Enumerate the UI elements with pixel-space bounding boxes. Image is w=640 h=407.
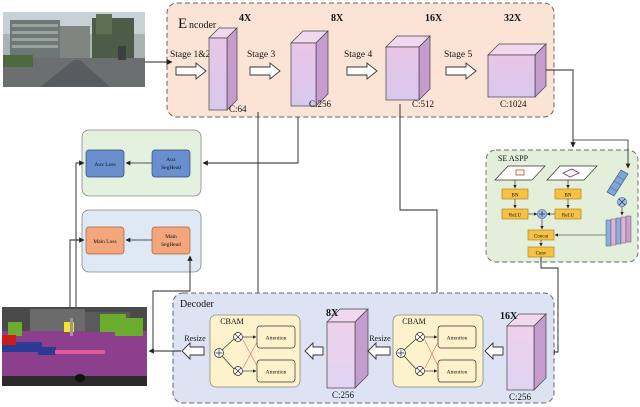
aspp-se-channel-bar	[606, 169, 629, 197]
cbam-left-attention-bottom	[256, 359, 296, 383]
aspp-multiply-x	[618, 198, 626, 206]
feature-cube-16x	[385, 35, 431, 101]
channels-1024: C:1024	[500, 99, 527, 109]
aspp-relu-right-label: ReLU	[562, 214, 575, 219]
aux-seghead-block	[151, 149, 191, 178]
feature-cube-8x	[290, 30, 329, 107]
encoder-title-cap: E	[178, 16, 187, 32]
aux-seghead-label-2: SegHead	[161, 165, 181, 171]
resize-label-right: Resize	[369, 334, 391, 343]
resize-arrow-left	[181, 341, 205, 361]
se-aspp-panel: SE ASPP BN BN ReLU ReLU Concat Conv	[485, 149, 639, 263]
aux-loss-label: Aux Loss	[94, 162, 115, 168]
aspp-bn-right-label: BN	[565, 194, 572, 199]
aspp-add-plus	[539, 211, 545, 217]
aspp-conv-label: Conv	[536, 252, 547, 257]
scale-32x: 32X	[504, 13, 522, 24]
feature-cube-4x	[208, 27, 238, 111]
aspp-title: SE ASPP	[498, 154, 529, 163]
aspp-to-decoder-arrow	[540, 257, 559, 355]
stage-arrow-2	[249, 62, 281, 80]
gt-to-main-loss-arrow	[69, 237, 85, 307]
decoder-cube-16x	[506, 313, 547, 391]
decoder-arrow-cube16-to-cbam	[484, 341, 504, 361]
decoder-to-main-head-arrow	[152, 255, 193, 350]
aspp-conv-plane-left	[494, 165, 546, 181]
cbam-right-attention-bottom-label: Attention	[447, 370, 468, 376]
encoder-to-decoder-cbam2-arrow	[399, 104, 440, 314]
main-seghead-label-2: SegHead	[161, 242, 181, 248]
cbam-block-right: CBAM Attention Attention	[392, 314, 484, 388]
encoder-to-aux-arrow	[202, 117, 299, 166]
gt-to-aux-loss-arrow	[75, 160, 85, 307]
aspp-stacked-features	[605, 215, 632, 247]
stage-arrow-3	[346, 62, 378, 80]
cbam-right-attention-top-label: Attention	[447, 336, 468, 342]
aux-seghead-label-1: Aux	[166, 157, 176, 163]
main-loss-block	[85, 226, 125, 255]
stage-arrow-1	[175, 62, 207, 80]
channels-64: C:64	[229, 104, 247, 114]
aspp-se-branch-arrow	[573, 139, 631, 169]
aspp-bn-left-label: BN	[512, 194, 519, 199]
aspp-conv-plane-right	[546, 165, 598, 181]
cbam-right-attention-top	[437, 325, 477, 349]
stage-arrow-4	[445, 62, 477, 80]
feature-cube-32x	[487, 43, 547, 98]
cbam-left-attention-top-label: Attention	[266, 336, 287, 342]
aspp-kernel-large	[562, 168, 580, 178]
stage-label-1: Stage 1&2	[170, 50, 211, 60]
aspp-kernel-small	[515, 169, 525, 176]
scale-16x: 16X	[425, 13, 443, 24]
cbam-left-attention-bottom-label: Attention	[266, 370, 287, 376]
decoder-cube-8x	[326, 308, 369, 389]
decoder-channels-8x: C:256	[332, 390, 355, 400]
main-branch-panel: Main Loss Main SegHead	[81, 209, 202, 273]
decoder-scale-16x: 16X	[500, 311, 518, 322]
cbam-left-attention-top	[256, 325, 296, 349]
resize-label-left: Resize	[184, 334, 206, 343]
decoder-arrow-cube-to-cbam	[304, 341, 324, 361]
segmentation-map	[2, 307, 147, 386]
cbam-left-title: CBAM	[220, 317, 244, 326]
encoder-to-aspp-arrow	[546, 69, 576, 148]
scale-8x: 8X	[331, 13, 344, 24]
stage-label-4: Stage 5	[444, 50, 472, 60]
stage-label-3: Stage 4	[344, 50, 372, 60]
encoder-title: ncoder	[189, 20, 217, 31]
aspp-concat-label: Concat	[534, 235, 549, 240]
aux-branch-panel: Aux Loss Aux SegHead	[81, 129, 202, 197]
aspp-relu-left-label: ReLU	[509, 214, 522, 219]
resize-arrow-right	[367, 341, 391, 361]
decoder-title: Decoder	[180, 299, 215, 310]
cbam-right-title: CBAM	[402, 317, 426, 326]
main-seghead-label-1: Main	[165, 234, 177, 240]
main-loss-label: Main Loss	[93, 239, 116, 245]
input-image	[3, 12, 145, 87]
decoder-scale-8x: 8X	[326, 308, 339, 319]
scale-4x: 4X	[239, 13, 252, 24]
aux-loss-block	[85, 149, 125, 178]
channels-256: C:256	[309, 99, 332, 109]
decoder-channels-16x: C:256	[509, 392, 532, 402]
channels-512: C:512	[412, 99, 434, 109]
cbam-right-attention-bottom	[437, 359, 477, 383]
main-seghead-block	[151, 226, 191, 255]
cbam-block-left: CBAM Attention Attention	[209, 314, 301, 388]
stage-label-2: Stage 3	[247, 50, 275, 60]
